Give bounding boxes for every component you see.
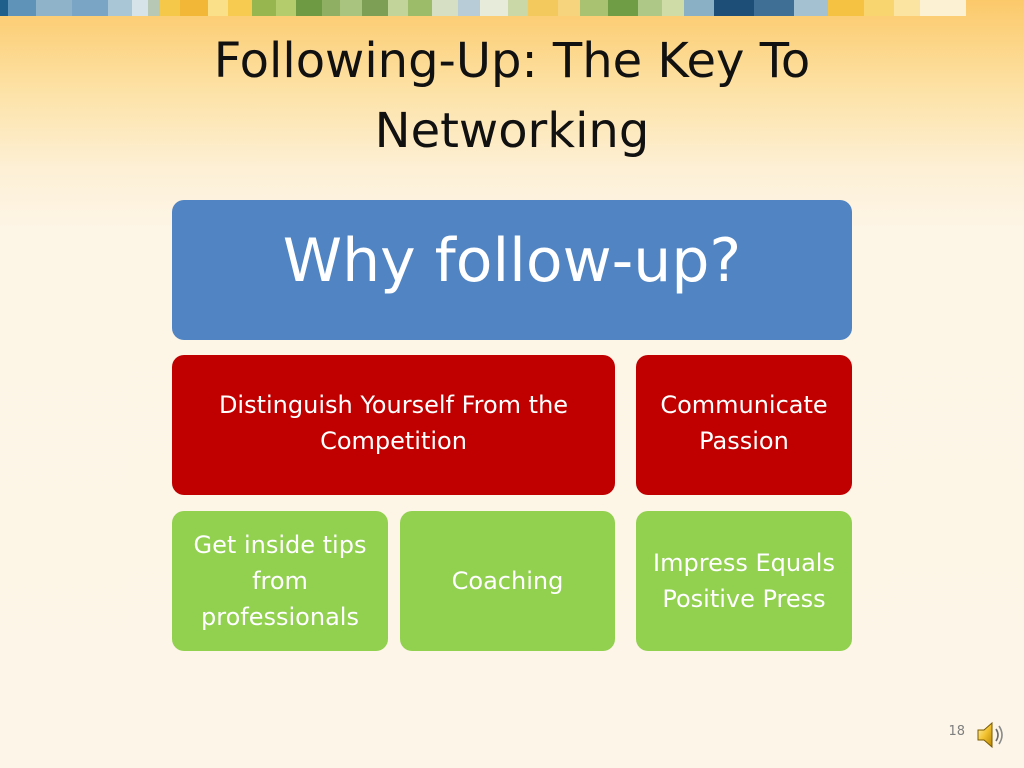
box-label: Get inside tips from professionals — [193, 531, 367, 631]
box-label: Distinguish Yourself From the Competitio… — [218, 391, 569, 455]
diagram-box-coaching: Coaching — [400, 511, 615, 651]
diagram-top-box: Why follow-up? — [172, 200, 852, 340]
box-label: Communicate Passion — [660, 391, 828, 455]
diagram-box-inside-tips: Get inside tips from professionals — [172, 511, 388, 651]
decorative-stripe-bar — [0, 0, 1024, 16]
speaker-icon[interactable] — [974, 718, 1008, 752]
box-label: Impress Equals Positive Press — [653, 549, 835, 613]
diagram-box-distinguish: Distinguish Yourself From the Competitio… — [172, 355, 615, 495]
slide-title: Following-Up: The Key To Networking — [213, 33, 811, 159]
diagram-box-communicate: Communicate Passion — [636, 355, 852, 495]
top-box-label: Why follow-up? — [282, 226, 742, 296]
diagram-box-impress: Impress Equals Positive Press — [636, 511, 852, 651]
box-label: Coaching — [451, 567, 564, 595]
page-number: 18 — [948, 724, 965, 739]
